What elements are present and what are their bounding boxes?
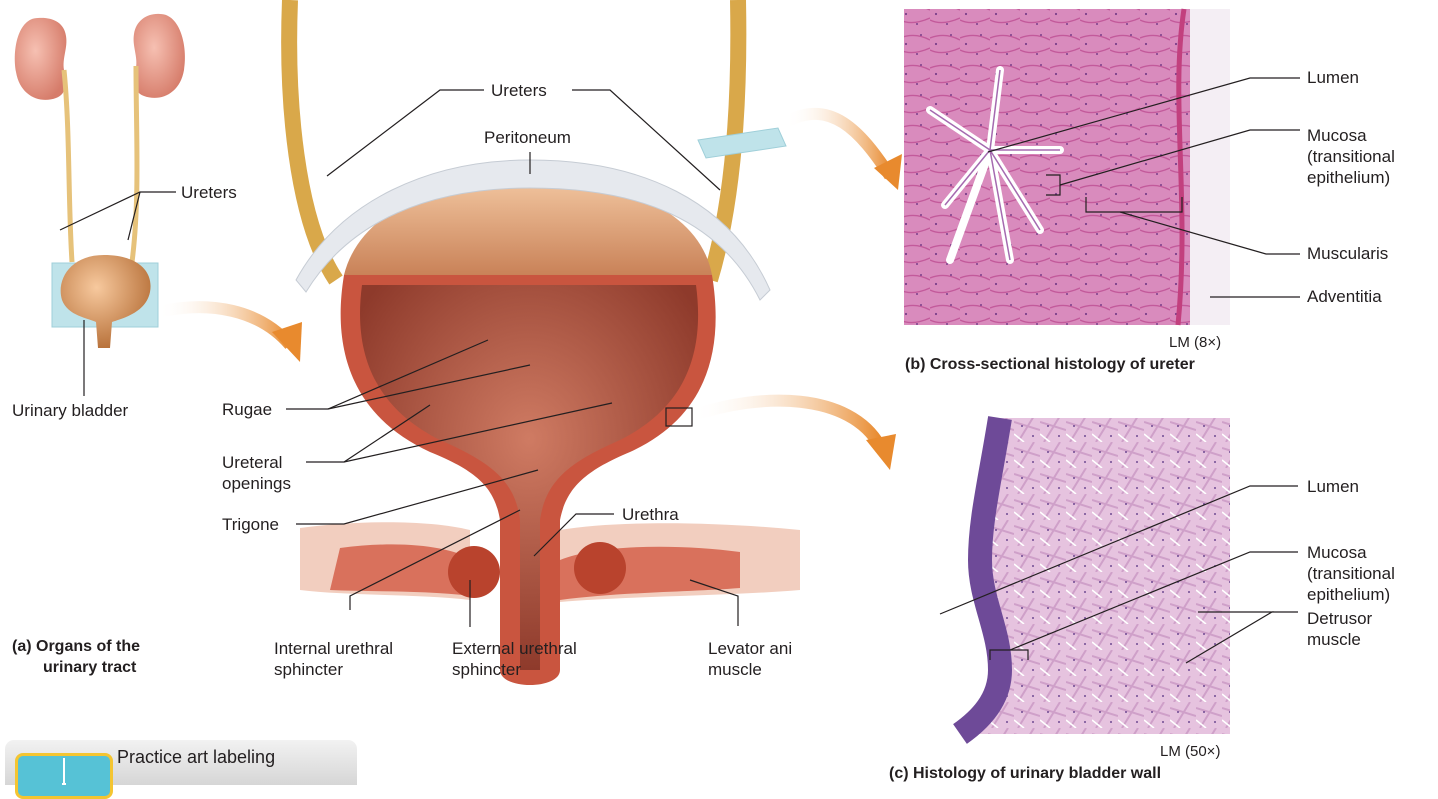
caption-a-line1: (a) Organs of the <box>12 636 140 657</box>
label-levator-1: Levator ani <box>708 638 792 659</box>
label-detrusor-1: Detrusor <box>1307 608 1372 629</box>
left-ureter-small <box>64 70 72 262</box>
label-internal-sphincter-2: sphincter <box>274 659 343 680</box>
right-kidney <box>134 14 185 98</box>
ureter-histology-image <box>904 9 1230 325</box>
label-muscularis: Muscularis <box>1307 243 1388 264</box>
caption-b: (b) Cross-sectional histology of ureter <box>905 354 1195 375</box>
label-ureters-center: Ureters <box>491 80 547 101</box>
urinary-bladder-small <box>61 255 151 348</box>
label-internal-sphincter-1: Internal urethral <box>274 638 393 659</box>
label-rugae: Rugae <box>222 399 272 420</box>
label-peritoneum: Peritoneum <box>484 127 571 148</box>
label-external-sphincter-1: External urethral <box>452 638 577 659</box>
label-trigone: Trigone <box>222 514 279 535</box>
label-mucosa-c-3: epithelium) <box>1307 584 1390 605</box>
label-ureters-a: Ureters <box>181 182 237 203</box>
left-kidney <box>15 18 67 100</box>
label-mucosa-c-1: Mucosa <box>1307 542 1367 563</box>
label-mucosa-b-1: Mucosa <box>1307 125 1367 146</box>
label-mucosa-b-3: epithelium) <box>1307 167 1390 188</box>
label-mucosa-c-2: (transitional <box>1307 563 1395 584</box>
label-adventitia: Adventitia <box>1307 286 1382 307</box>
bladder-histology-image <box>904 418 1230 734</box>
caption-a-line2: urinary tract <box>43 657 136 678</box>
label-ureteral-openings-1: Ureteral <box>222 452 282 473</box>
label-levator-2: muscle <box>708 659 762 680</box>
label-lumen-b: Lumen <box>1307 67 1359 88</box>
label-detrusor-2: muscle <box>1307 629 1361 650</box>
label-urinary-bladder: Urinary bladder <box>12 400 128 421</box>
urinary-tract-overview <box>15 14 185 348</box>
magnification-c: LM (50×) <box>1160 742 1220 761</box>
label-urethra: Urethra <box>622 504 679 525</box>
practice-label: Practice art labeling <box>117 746 275 768</box>
caption-c: (c) Histology of urinary bladder wall <box>889 763 1161 784</box>
arrow-to-bladder <box>158 307 290 345</box>
label-lumen-c: Lumen <box>1307 476 1359 497</box>
magnification-b: LM (8×) <box>1169 333 1221 352</box>
practice-art-labeling-button[interactable]: Practice art labeling <box>5 740 357 785</box>
label-mucosa-b-2: (transitional <box>1307 146 1395 167</box>
label-external-sphincter-2: sphincter <box>452 659 521 680</box>
practice-icon <box>15 753 113 799</box>
bladder-section-illustration <box>289 0 800 685</box>
label-ureteral-openings-2: openings <box>222 473 291 494</box>
